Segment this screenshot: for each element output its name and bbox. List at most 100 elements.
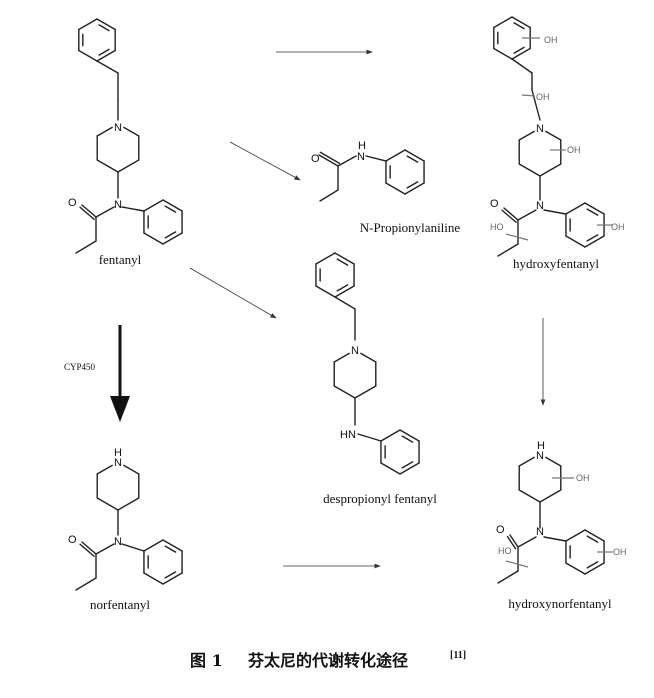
hydroxyl-label: OH bbox=[567, 145, 581, 155]
atom-o: O bbox=[490, 198, 499, 210]
bond bbox=[543, 536, 567, 542]
double-bond bbox=[336, 258, 349, 266]
ring-bond bbox=[96, 49, 116, 62]
compound-label-despropionyl-fentanyl: despropionyl fentanyl bbox=[323, 491, 437, 506]
double-bond bbox=[79, 543, 95, 557]
compound-label-n-propionylaniline: N-Propionylaniline bbox=[360, 220, 461, 235]
ring-bond bbox=[584, 562, 605, 575]
ring-bond bbox=[380, 429, 401, 442]
ring-bond bbox=[404, 149, 425, 162]
ring-bond bbox=[143, 232, 164, 245]
double-bond bbox=[401, 435, 414, 443]
ring-bond bbox=[493, 16, 513, 29]
bond bbox=[511, 58, 533, 74]
bond bbox=[334, 296, 356, 310]
ring-bond bbox=[584, 235, 605, 248]
ring-bond bbox=[96, 159, 119, 173]
atom-o: O bbox=[496, 524, 505, 536]
bond bbox=[75, 240, 97, 254]
caption-title: 芬太尼的代谢转化途径 bbox=[247, 651, 408, 670]
compound-label-hydroxynorfentanyl: hydroxynorfentanyl bbox=[508, 596, 612, 611]
atom-o: O bbox=[68, 197, 77, 209]
atom-n: N bbox=[114, 536, 122, 548]
hydroxyl-label: OH bbox=[576, 473, 590, 483]
double-bond bbox=[164, 571, 177, 579]
ring-bond bbox=[399, 429, 420, 442]
ring-bond bbox=[143, 199, 164, 212]
double-bond bbox=[506, 535, 517, 550]
ring-bond bbox=[584, 529, 605, 542]
atom-n: N bbox=[114, 199, 122, 211]
atom-o: O bbox=[311, 153, 320, 165]
double-bond bbox=[586, 234, 599, 242]
ring-bond bbox=[385, 149, 406, 162]
hydroxyl-label: HO bbox=[498, 546, 512, 556]
ring-bond bbox=[96, 464, 113, 475]
bond bbox=[81, 204, 97, 218]
ring-bond bbox=[315, 285, 336, 298]
bond bbox=[75, 577, 97, 591]
ring-bond bbox=[143, 539, 164, 552]
ring-bond bbox=[162, 199, 183, 212]
ring-bond bbox=[518, 130, 535, 141]
double-bond bbox=[401, 461, 414, 469]
ring-bond bbox=[399, 462, 420, 475]
hydroxyl-bond bbox=[521, 94, 536, 97]
ring-bond bbox=[78, 18, 98, 31]
bond bbox=[543, 209, 567, 215]
hydroxyl-label: OH bbox=[544, 35, 558, 45]
ring-bond bbox=[380, 462, 401, 475]
bond bbox=[503, 207, 519, 221]
ring-bond bbox=[123, 464, 140, 475]
atom-hn: HN bbox=[340, 429, 356, 441]
atom-o: O bbox=[68, 534, 77, 546]
ring-bond bbox=[518, 489, 541, 503]
ring-bond bbox=[565, 235, 586, 248]
ring-bond bbox=[162, 572, 183, 585]
ring-bond bbox=[545, 130, 562, 141]
ring-bond bbox=[539, 163, 562, 177]
ring-bond bbox=[96, 18, 116, 31]
bond bbox=[365, 155, 387, 162]
bond bbox=[95, 543, 115, 555]
ring-bond bbox=[162, 539, 183, 552]
hydroxyl-label: OH bbox=[613, 547, 627, 557]
hydroxyl-label: OH bbox=[536, 92, 550, 102]
bond bbox=[95, 206, 115, 218]
atom-n: N bbox=[536, 200, 544, 212]
bond bbox=[509, 534, 519, 548]
double-bond bbox=[586, 561, 599, 569]
double-bond bbox=[98, 48, 110, 56]
ring-bond bbox=[565, 202, 586, 215]
double-bond bbox=[98, 24, 110, 32]
double-bond bbox=[406, 155, 419, 163]
ring-bond bbox=[404, 182, 425, 195]
double-bond bbox=[336, 284, 349, 292]
double-bond bbox=[79, 206, 95, 220]
double-bond bbox=[501, 209, 517, 223]
arrow-to-n-propionylaniline bbox=[229, 141, 301, 181]
caption-figure-number: 图 1 bbox=[190, 651, 223, 670]
bond bbox=[319, 189, 339, 202]
ring-bond bbox=[123, 126, 140, 137]
arrow-to-despropionyl-fentanyl bbox=[189, 267, 277, 319]
bond bbox=[517, 209, 537, 221]
double-bond bbox=[586, 535, 599, 543]
ring-bond bbox=[511, 16, 531, 29]
bond bbox=[337, 155, 357, 167]
hydroxyl-bond bbox=[505, 233, 529, 241]
atom-h: H bbox=[114, 447, 122, 459]
ring-bond bbox=[518, 456, 535, 467]
ring-bond bbox=[565, 529, 586, 542]
ring-bond bbox=[334, 252, 355, 265]
bond bbox=[497, 570, 519, 584]
hydroxyl-label: HO bbox=[490, 222, 504, 232]
enzyme-label: CYP450 bbox=[64, 362, 96, 372]
bond bbox=[96, 60, 119, 74]
ring-bond bbox=[545, 456, 562, 467]
double-bond bbox=[586, 208, 599, 216]
ring-bond bbox=[333, 352, 350, 363]
bond bbox=[517, 536, 537, 548]
bond bbox=[318, 154, 339, 167]
